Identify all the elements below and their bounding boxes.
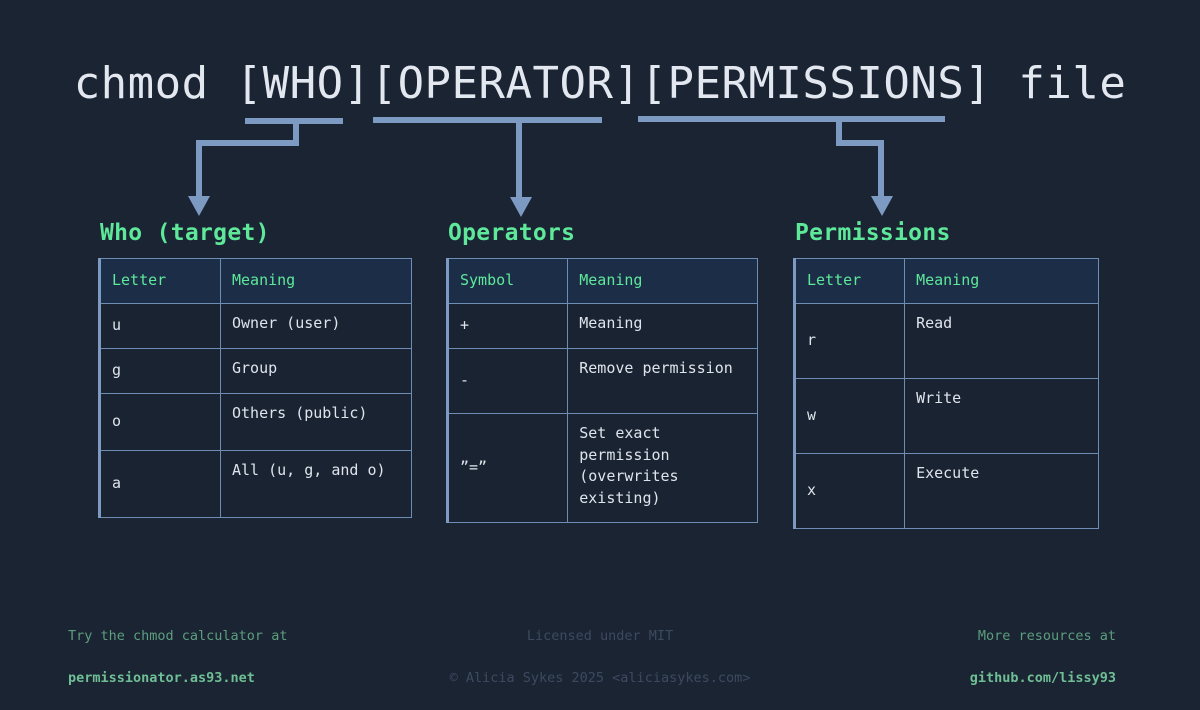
cell-key: g <box>99 347 221 394</box>
footer-right-label: More resources at <box>977 628 1116 644</box>
cell-value: All (u, g, and o) <box>219 449 413 518</box>
section-heading-permissions: Permissions <box>795 220 951 246</box>
cell-value: Group <box>219 347 413 394</box>
cell-key: ”=” <box>446 412 569 523</box>
footer-left-label: Try the chmod calculator at <box>68 628 288 644</box>
column-header-meaning: Meaning <box>567 258 758 304</box>
section-permissions: Permissions Letter Meaning r Read w Writ… <box>793 220 1099 529</box>
column-header-letter: Letter <box>793 258 906 304</box>
column-header-meaning: Meaning <box>904 258 1099 304</box>
column-header-symbol: Symbol <box>446 258 569 304</box>
section-who: Who (target) Letter Meaning u Owner (use… <box>98 220 413 518</box>
table-who: Letter Meaning u Owner (user) g Group o … <box>98 258 413 518</box>
table-header-row: Symbol Meaning <box>446 258 758 304</box>
table-header-row: Letter Meaning <box>793 258 1099 304</box>
table-row: ”=” Set exact permission (overwrites exi… <box>446 412 758 523</box>
cell-value: Remove permission <box>567 347 758 414</box>
table-row: o Others (public) <box>99 392 413 451</box>
cell-key: - <box>446 347 569 414</box>
cell-value: Owner (user) <box>219 302 413 349</box>
cell-key: u <box>99 302 221 349</box>
footer-license: Licensed under MIT <box>526 628 674 644</box>
table-header-row: Letter Meaning <box>99 258 413 304</box>
cell-key: o <box>99 392 221 451</box>
table-row: + Meaning <box>446 302 758 349</box>
cell-value: Write <box>904 377 1099 454</box>
cell-value: Others (public) <box>219 392 413 451</box>
section-operators: Operators Symbol Meaning + Meaning - Rem… <box>446 220 758 523</box>
cell-key: + <box>446 302 569 349</box>
page-title: chmod [WHO][OPERATOR][PERMISSIONS] file <box>73 58 1127 109</box>
cell-value: Read <box>904 302 1099 379</box>
table-row: a All (u, g, and o) <box>99 449 413 518</box>
cell-value: Set exact permission (overwrites existin… <box>567 412 758 523</box>
section-heading-who: Who (target) <box>100 220 270 246</box>
footer: Try the chmod calculator at permissionat… <box>0 605 1200 686</box>
table-row: g Group <box>99 347 413 394</box>
cell-key: a <box>99 449 221 518</box>
cell-key: r <box>793 302 906 379</box>
footer-right: More resources at github.com/lissy93 <box>970 605 1116 710</box>
cell-key: w <box>793 377 906 454</box>
footer-right-link[interactable]: github.com/lissy93 <box>969 670 1116 686</box>
table-row: u Owner (user) <box>99 302 413 349</box>
table-row: w Write <box>793 377 1099 454</box>
column-header-letter: Letter <box>99 258 221 304</box>
table-row: x Execute <box>793 452 1099 529</box>
table-permissions: Letter Meaning r Read w Write x Execute <box>793 258 1099 529</box>
table-row: r Read <box>793 302 1099 379</box>
table-operators: Symbol Meaning + Meaning - Remove permis… <box>446 258 758 523</box>
table-row: - Remove permission <box>446 347 758 414</box>
cell-value: Meaning <box>567 302 758 349</box>
cell-value: Execute <box>904 452 1099 529</box>
column-header-meaning: Meaning <box>219 258 413 304</box>
cell-key: x <box>793 452 906 529</box>
section-heading-operators: Operators <box>448 220 576 246</box>
